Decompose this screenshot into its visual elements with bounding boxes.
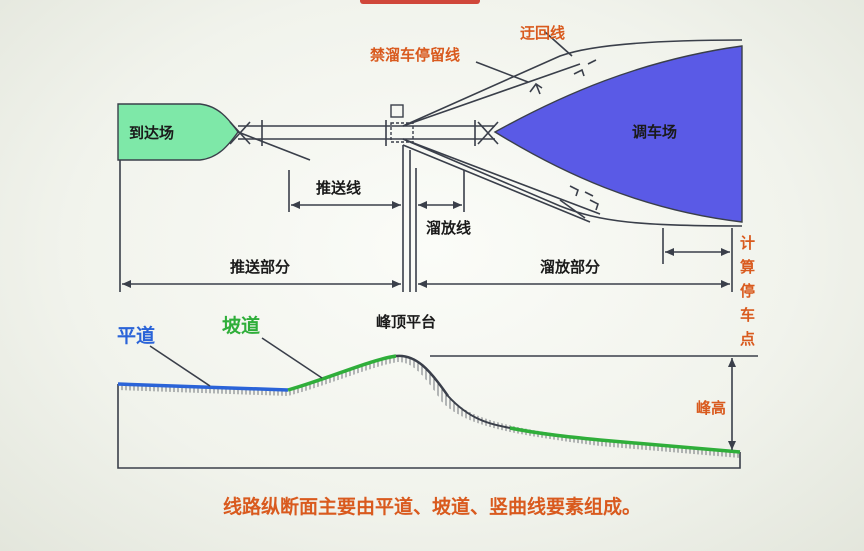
car-icon (569, 185, 594, 197)
hump-crossover (477, 121, 499, 145)
hump-height-label: 峰高 (696, 399, 726, 417)
top-accent-bar (360, 0, 480, 4)
arrival-yard-label: 到达场 (129, 124, 174, 142)
slope-label: 坡道 (222, 314, 260, 337)
calc-point-char-4: 车 (740, 306, 755, 324)
signal-box (390, 104, 404, 118)
calc-point-char-3: 停 (740, 282, 755, 300)
flat-track-label: 平道 (117, 324, 155, 347)
push-section-label: 推送部分 (230, 258, 290, 276)
lower-branch-track (402, 144, 591, 223)
slope-leader (261, 337, 323, 379)
slope-profile-up (287, 354, 397, 392)
marshalling-yard-label: 调车场 (632, 123, 677, 141)
no-roll-line-leader (475, 61, 529, 83)
hump-box (390, 122, 414, 143)
lower-loop-track (402, 138, 743, 227)
profile-hatch-area (118, 384, 740, 468)
roll-line-label: 溜放线 (426, 219, 471, 237)
loop-line-leader (544, 31, 573, 57)
calc-point-char-1: 计 (740, 234, 755, 252)
car-icon (573, 59, 597, 77)
profile-frame (117, 384, 741, 469)
hump-platform-label: 峰顶平台 (376, 313, 436, 331)
calc-point-char-5: 点 (740, 330, 755, 348)
flat-track-leader (149, 345, 211, 387)
loop-line-track (402, 39, 743, 127)
roll-line-leader (559, 199, 586, 219)
flat-track-profile (117, 382, 289, 392)
calc-point-char-2: 算 (740, 258, 755, 276)
roll-section-label: 溜放部分 (540, 258, 600, 276)
lower-branch-track (402, 138, 601, 215)
slope-profile-down (509, 426, 741, 454)
hump-crest-profile (395, 354, 450, 397)
loop-line-label: 迂回线 (520, 24, 565, 42)
car-icon (589, 199, 599, 211)
caption: 线路纵断面主要由平道、坡道、竖曲线要素组成。 (222, 496, 641, 518)
no-roll-line-label: 禁溜车停留线 (370, 46, 460, 64)
descent-profile (447, 395, 511, 429)
car-icon (529, 82, 543, 95)
marshalling-yard-shape (493, 45, 743, 223)
push-line-label: 推送线 (316, 179, 361, 197)
arrival-yard-shape (117, 103, 239, 161)
no-roll-line-track (402, 63, 581, 127)
exit-diagonal (237, 131, 311, 161)
